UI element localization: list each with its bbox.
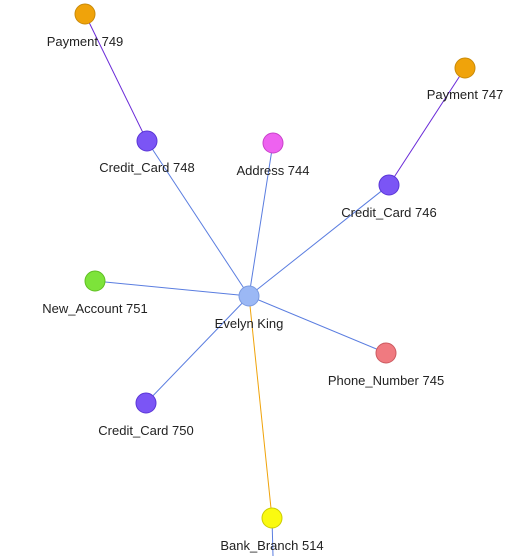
node-label: Credit_Card 750	[98, 423, 193, 438]
node-phone-number-phone745[interactable]: Phone_Number 745	[328, 342, 444, 388]
address-node-circle[interactable]	[262, 132, 284, 154]
edge-layer	[84, 13, 466, 556]
node-label: Credit_Card 748	[99, 160, 194, 175]
credit-card-node-circle[interactable]	[378, 174, 400, 196]
node-label: Evelyn King	[215, 316, 284, 331]
payment-node-circle[interactable]	[74, 3, 96, 25]
edge-card748-evelyn	[146, 140, 250, 297]
node-credit-card-card748[interactable]: Credit_Card 748	[99, 130, 195, 175]
bank-branch-node-circle[interactable]	[261, 507, 283, 529]
edge-newacct751-evelyn	[94, 280, 250, 297]
node-label: Bank_Branch 514	[220, 538, 323, 553]
credit-card-node-circle[interactable]	[135, 392, 157, 414]
node-address-address744[interactable]: Address 744	[237, 132, 310, 178]
edge-address744-evelyn	[248, 142, 274, 297]
payment-node-circle[interactable]	[454, 57, 476, 79]
node-label: Phone_Number 745	[328, 373, 444, 388]
node-label: Credit_Card 746	[341, 205, 436, 220]
node-label: Address 744	[237, 163, 310, 178]
node-credit-card-card746[interactable]: Credit_Card 746	[341, 174, 437, 220]
edge-payment749-card748	[84, 13, 148, 142]
edge-card746-evelyn	[248, 184, 390, 297]
person-node-circle[interactable]	[238, 285, 260, 307]
edge-card750-evelyn	[145, 295, 250, 404]
edge-phone745-evelyn	[248, 295, 387, 354]
node-person-evelyn[interactable]: Evelyn King	[215, 285, 284, 331]
node-label: New_Account 751	[42, 301, 148, 316]
node-new-account-newacct751[interactable]: New_Account 751	[42, 270, 148, 316]
edge-evelyn-branch514	[248, 295, 273, 519]
node-payment-payment749[interactable]: Payment 749	[47, 3, 124, 49]
new-account-node-circle[interactable]	[84, 270, 106, 292]
node-payment-payment747[interactable]: Payment 747	[427, 57, 504, 102]
phone-number-node-circle[interactable]	[375, 342, 397, 364]
node-credit-card-card750[interactable]: Credit_Card 750	[98, 392, 194, 438]
node-label: Payment 749	[47, 34, 124, 49]
node-label: Payment 747	[427, 87, 504, 102]
node-bank-branch-branch514[interactable]: Bank_Branch 514	[220, 507, 324, 553]
credit-card-node-circle[interactable]	[136, 130, 158, 152]
edge-payment747-card746	[388, 67, 466, 186]
